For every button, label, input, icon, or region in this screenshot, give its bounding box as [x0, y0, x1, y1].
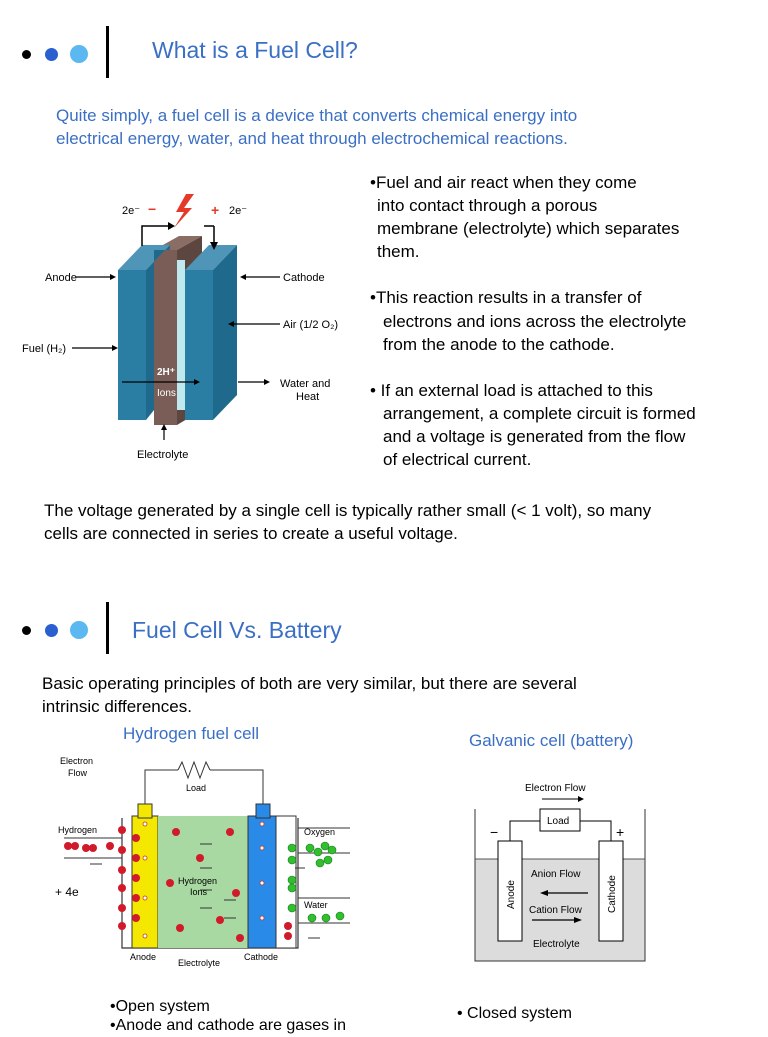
cathode-label: Cathode [244, 952, 278, 962]
electron-flow-label: Electron Flow [525, 783, 586, 794]
bullet-dot-dark-blue [45, 48, 58, 61]
anode-label: Anode [506, 880, 517, 909]
fuel-cell-diagram: 2e⁻ − + 2e⁻ Anode Cathode Air (1/2 O₂) F… [22, 194, 338, 461]
membrane [154, 250, 177, 425]
title-divider [106, 26, 109, 78]
water-label-2: Heat [296, 391, 319, 403]
lightning-bolt-icon [174, 194, 194, 228]
cation-flow-label: Cation Flow [529, 905, 583, 916]
title-divider [106, 602, 109, 654]
electron-label: Electron [60, 756, 93, 766]
bullet-dot-dark-blue [45, 624, 58, 637]
load-label: Load [186, 783, 206, 793]
cathode-label: Cathode [283, 272, 325, 284]
intro-line-2: intrinsic differences. [42, 697, 192, 716]
plus-sign: + [211, 202, 219, 218]
page-title: What is a Fuel Cell? [152, 37, 358, 63]
anode-block [118, 270, 146, 420]
summary-line-2: cells are connected in series to create … [44, 524, 458, 543]
minus-sign: − [490, 824, 498, 840]
air-label: Air (1/2 O₂) [283, 319, 338, 331]
bullet-1-line-3: membrane (electrolyte) which separates [377, 219, 680, 238]
load-label: Load [547, 816, 569, 827]
flow-label: Flow [68, 768, 88, 778]
bullet-3-line-3: and a voltage is generated from the flow [383, 427, 686, 446]
electrolyte-label: Electrolyte [137, 449, 188, 461]
fuel-cell-caption: Hydrogen fuel cell [123, 724, 260, 743]
bullet-1-line-1: •Fuel and air react when they come [370, 173, 637, 192]
bullet-3-line-1: • If an external load is attached to thi… [370, 381, 653, 400]
bullet-2-line-1: •This reaction results in a transfer of [370, 288, 642, 307]
hydrogen-ions-label-2: Ions [190, 887, 208, 897]
four-electrons-label: + 4e [55, 885, 79, 899]
oxygen-label: Oxygen [304, 827, 335, 837]
cathode-top [185, 245, 237, 270]
load-resistor [177, 760, 211, 780]
intro-line-1: Quite simply, a fuel cell is a device th… [56, 106, 578, 125]
water-label: Water [304, 900, 328, 910]
anode-label: Anode [45, 272, 77, 284]
galvanic-cell-diagram: Electron Flow Load − + Anion Flow Cation… [474, 783, 646, 962]
bullet-2-line-3: from the anode to the cathode. [383, 335, 615, 354]
fuel-cell-bullet-2: •Anode and cathode are gases in [110, 1017, 346, 1034]
cathode-electrode [598, 840, 624, 942]
hydrogen-fuel-cell-diagram: Hydrogen Oxygen Electron Flow Load Hydro… [55, 756, 350, 968]
electrolyte-label: Electrolyte [178, 958, 220, 968]
ions-label-2: Ions [157, 388, 176, 399]
bullet-dot-light-blue [70, 621, 88, 639]
summary-line-1: The voltage generated by a single cell i… [44, 501, 652, 520]
water-label-1: Water and [280, 378, 330, 390]
anode-label: Anode [130, 952, 156, 962]
bullet-1-line-2: into contact through a porous [377, 196, 598, 215]
hydrogen-ions-label-1: Hydrogen [178, 876, 217, 886]
right-electrons-label: 2e⁻ [229, 205, 247, 217]
hydrogen-label: Hydrogen [58, 825, 97, 835]
intro-line-1: Basic operating principles of both are v… [42, 674, 577, 693]
intro-line-2: electrical energy, water, and heat throu… [56, 129, 568, 148]
bullet-3-line-2: arrangement, a complete circuit is forme… [383, 404, 696, 423]
anion-flow-label: Anion Flow [531, 869, 581, 880]
minus-sign: − [148, 201, 156, 217]
battery-caption: Galvanic cell (battery) [469, 731, 634, 750]
ions-label-1: 2H⁺ [157, 367, 175, 378]
section-title: Fuel Cell Vs. Battery [132, 617, 342, 643]
bullet-2-line-2: electrons and ions across the electrolyt… [383, 312, 687, 331]
left-electrons-label: 2e⁻ [122, 205, 140, 217]
battery-bullet-1: • Closed system [457, 1005, 572, 1022]
cathode-label: Cathode [607, 875, 618, 913]
bullet-dot-black [22, 626, 31, 635]
plus-sign: + [616, 824, 624, 840]
fuel-cell-bullet-1: •Open system [110, 998, 210, 1015]
bullet-dot-light-blue [70, 45, 88, 63]
bullet-1-line-4: them. [377, 242, 420, 261]
anode-electrode [497, 840, 523, 942]
load-box [539, 808, 581, 832]
bullet-dot-black [22, 50, 31, 59]
fuel-label: Fuel (H₂) [22, 343, 66, 355]
bullet-3-line-4: of electrical current. [383, 450, 532, 469]
electrolyte-label: Electrolyte [533, 939, 580, 950]
cathode-block [185, 270, 213, 420]
